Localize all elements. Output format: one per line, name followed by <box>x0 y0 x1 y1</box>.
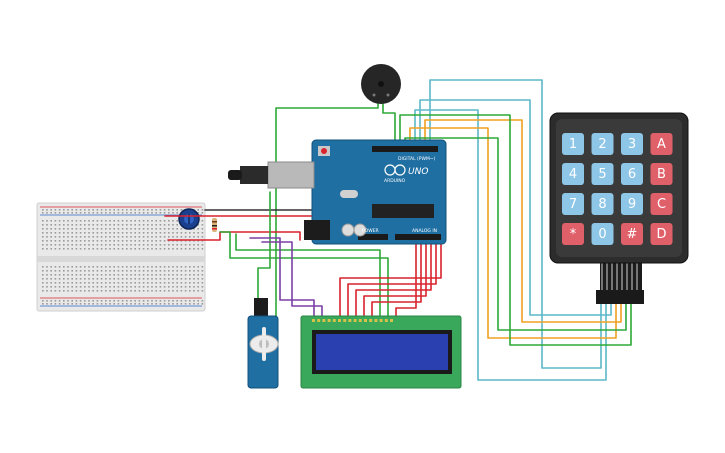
keypad-key-label: C <box>657 197 666 212</box>
keypad-4x4[interactable]: 1 2 3 A 4 5 6 B 7 8 9 C * 0 # D <box>549 112 689 304</box>
board-model-label: UNO <box>408 167 428 177</box>
keypad-key-label: # <box>627 227 638 242</box>
board-brand-label: ARDUINO <box>384 178 406 184</box>
servo-motor[interactable] <box>247 298 279 389</box>
keypad-key-3[interactable]: 3 <box>621 133 643 155</box>
keypad-key-label: 0 <box>598 227 606 242</box>
keypad-key-b[interactable]: B <box>650 163 673 185</box>
keypad-key-star[interactable]: * <box>562 223 584 245</box>
keypad-key-label: 5 <box>598 167 606 182</box>
keypad-key-2[interactable]: 2 <box>591 133 614 155</box>
keypad-key-hash[interactable]: # <box>621 223 643 245</box>
analog-pins-label: ANALOG IN <box>412 228 437 234</box>
potentiometer[interactable] <box>178 208 200 230</box>
keypad-key-label: * <box>570 227 577 242</box>
arduino-uno-board[interactable]: UNO ARDUINO DIGITAL (PWM~) POWER ANALOG … <box>228 139 447 245</box>
keypad-key-0[interactable]: 0 <box>591 223 614 245</box>
breadboard-holes <box>42 209 204 305</box>
keypad-key-label: 1 <box>569 137 577 152</box>
lcd-pin-header <box>312 319 393 322</box>
keypad-key-label: 7 <box>569 197 577 212</box>
lcd-16x2-display[interactable] <box>300 315 462 389</box>
keypad-ribbon <box>601 263 638 292</box>
keypad-key-label: 4 <box>569 167 577 182</box>
wires <box>164 79 632 381</box>
keypad-key-a[interactable]: A <box>650 133 673 155</box>
keypad-key-label: A <box>657 137 666 152</box>
keypad-key-6[interactable]: 6 <box>621 163 643 185</box>
keypad-key-grid: 1 2 3 A 4 5 6 B 7 8 9 C * 0 # D <box>562 133 673 245</box>
breadboard[interactable] <box>36 202 206 312</box>
keypad-key-c[interactable]: C <box>650 193 673 215</box>
keypad-key-label: D <box>656 227 666 242</box>
keypad-key-1[interactable]: 1 <box>562 133 584 155</box>
resistor[interactable] <box>212 218 217 232</box>
keypad-key-label: 2 <box>598 137 606 152</box>
keypad-key-9[interactable]: 9 <box>621 193 643 215</box>
keypad-key-4[interactable]: 4 <box>562 163 584 185</box>
power-pins-label: POWER <box>362 228 379 234</box>
keypad-key-8[interactable]: 8 <box>591 193 614 215</box>
piezo-buzzer[interactable] <box>361 64 401 104</box>
keypad-key-label: B <box>657 167 666 182</box>
keypad-key-7[interactable]: 7 <box>562 193 584 215</box>
keypad-key-5[interactable]: 5 <box>591 163 614 185</box>
keypad-key-label: 9 <box>628 197 636 212</box>
keypad-key-label: 3 <box>628 137 636 152</box>
digital-pins-label: DIGITAL (PWM~) <box>398 156 436 162</box>
keypad-key-label: 6 <box>628 167 636 182</box>
keypad-key-label: 8 <box>598 197 606 212</box>
keypad-key-d[interactable]: D <box>650 223 673 245</box>
